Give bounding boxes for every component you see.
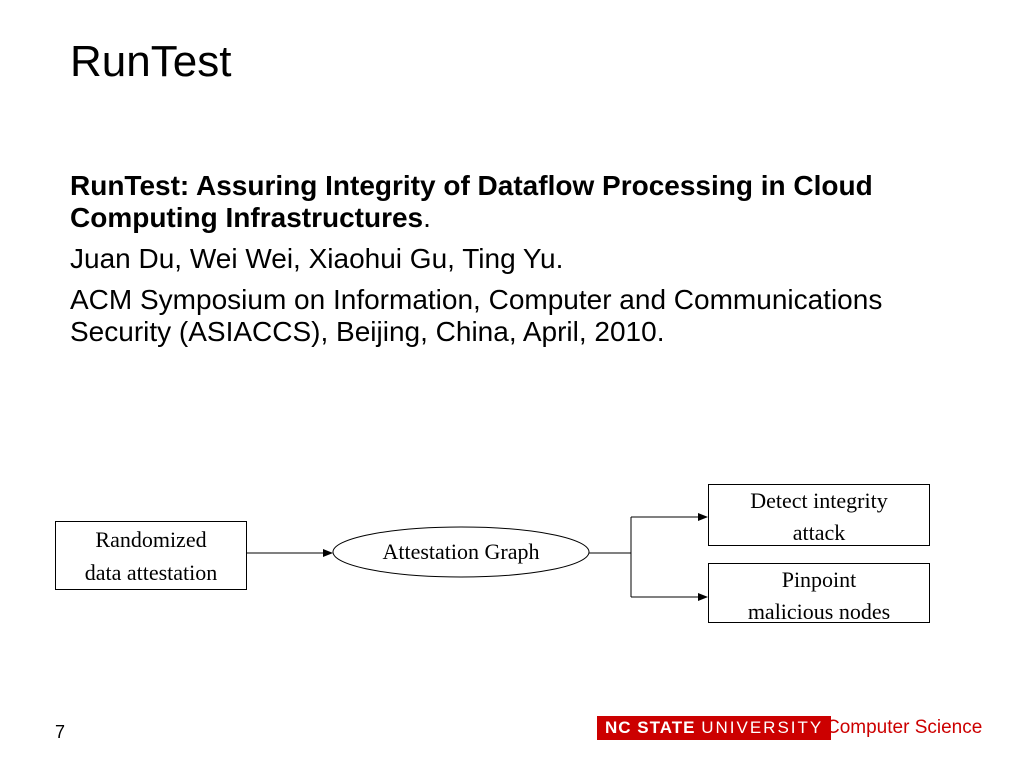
pinpoint-malicious-nodes-box: Pinpoint malicious nodes [708,563,930,623]
attestation-graph-label: Attestation Graph [382,539,540,564]
department-label: Computer Science [826,717,983,738]
slide-title: RunTest [70,37,232,86]
pinpoint-line-2: malicious nodes [747,599,891,623]
pinpoint-line-1: Pinpoint [781,567,857,592]
randomized-line-1: Randomized [95,527,207,552]
detect-line-2: attack [792,520,846,545]
detect-line-1: Detect integrity [750,488,888,513]
randomized-line-2: data attestation [84,560,218,585]
logo-university: UNIVERSITY [701,718,824,737]
paper-authors: Juan Du, Wei Wei, Xiaohui Gu, Ting Yu. [70,243,564,274]
attestation-graph-ellipse [332,526,590,578]
paper-venue: ACM Symposium on Information, Computer a… [70,284,883,347]
detect-integrity-attack-box: Detect integrity attack [708,484,930,546]
nc-state-logo: NC STATE UNIVERSITY [597,716,832,740]
logo-nc-state: NC STATE [605,718,696,737]
paper-title-period: . [423,202,431,233]
paper-title: RunTest: Assuring Integrity of Dataflow … [70,170,940,234]
paper-title-text: RunTest: Assuring Integrity of Dataflow … [70,170,873,233]
page-number: 7 [55,722,66,742]
randomized-data-attestation-box: Randomized data attestation [55,521,247,590]
